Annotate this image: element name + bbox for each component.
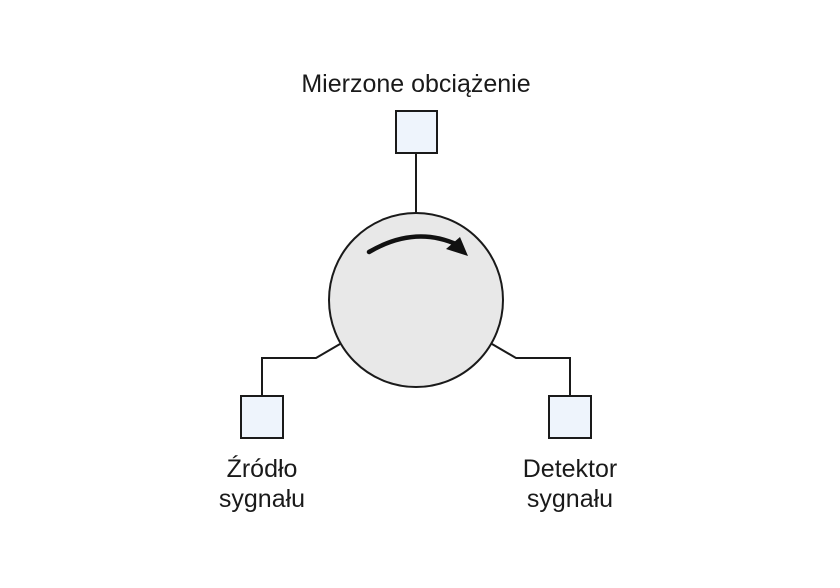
wire-detector xyxy=(491,343,571,396)
port-box-source xyxy=(240,395,284,439)
label-source-line1: Źródło xyxy=(227,454,298,483)
label-detector-line1: Detektor xyxy=(523,455,617,483)
circulator-body xyxy=(328,212,504,388)
label-detector-line2: sygnału xyxy=(527,485,613,513)
wire-source xyxy=(261,343,341,396)
label-source-line2: sygnału xyxy=(219,485,305,513)
clockwise-arrow-icon xyxy=(366,234,468,256)
port-box-detector xyxy=(548,395,592,439)
label-measured-load: Mierzone obciążenie xyxy=(301,70,530,98)
port-box-load xyxy=(395,110,438,154)
